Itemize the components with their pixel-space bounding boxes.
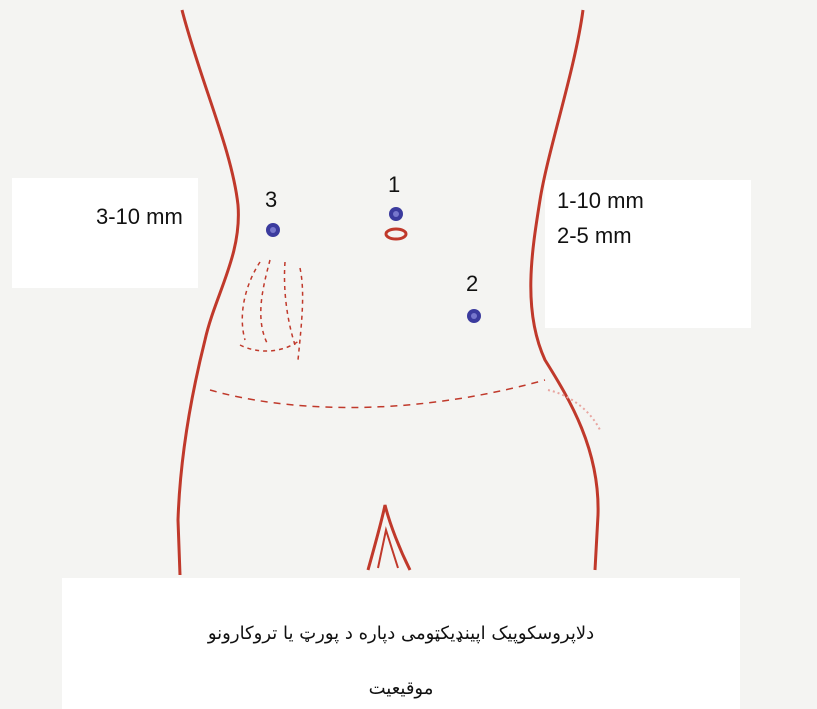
umbilicus-marker	[386, 229, 406, 239]
port-1-number: 1	[388, 174, 400, 196]
caption-line-2: موقیعیت	[62, 678, 740, 699]
right-port-size-label-2: 2-5 mm	[557, 225, 632, 247]
right-port-size-label-1: 1-10 mm	[557, 190, 644, 212]
caption-line-1: دلاپروسکوپیک اپینډیکټومی دپاره د پورټ یا…	[62, 623, 740, 644]
port-2-number: 2	[466, 273, 478, 295]
port-2-marker-center	[471, 313, 477, 319]
appendix-sketch	[240, 260, 303, 360]
lower-abdomen-dashed-line	[210, 380, 545, 408]
right-body-outline	[531, 10, 598, 570]
left-port-size-label: 3-10 mm	[96, 206, 183, 228]
caption-box: دلاپروسکوپیک اپینډیکټومی دپاره د پورټ یا…	[62, 578, 740, 709]
port-3-marker-center	[270, 227, 276, 233]
port-1-marker-center	[393, 211, 399, 217]
port-3-number: 3	[265, 189, 277, 211]
left-body-outline	[178, 10, 238, 575]
